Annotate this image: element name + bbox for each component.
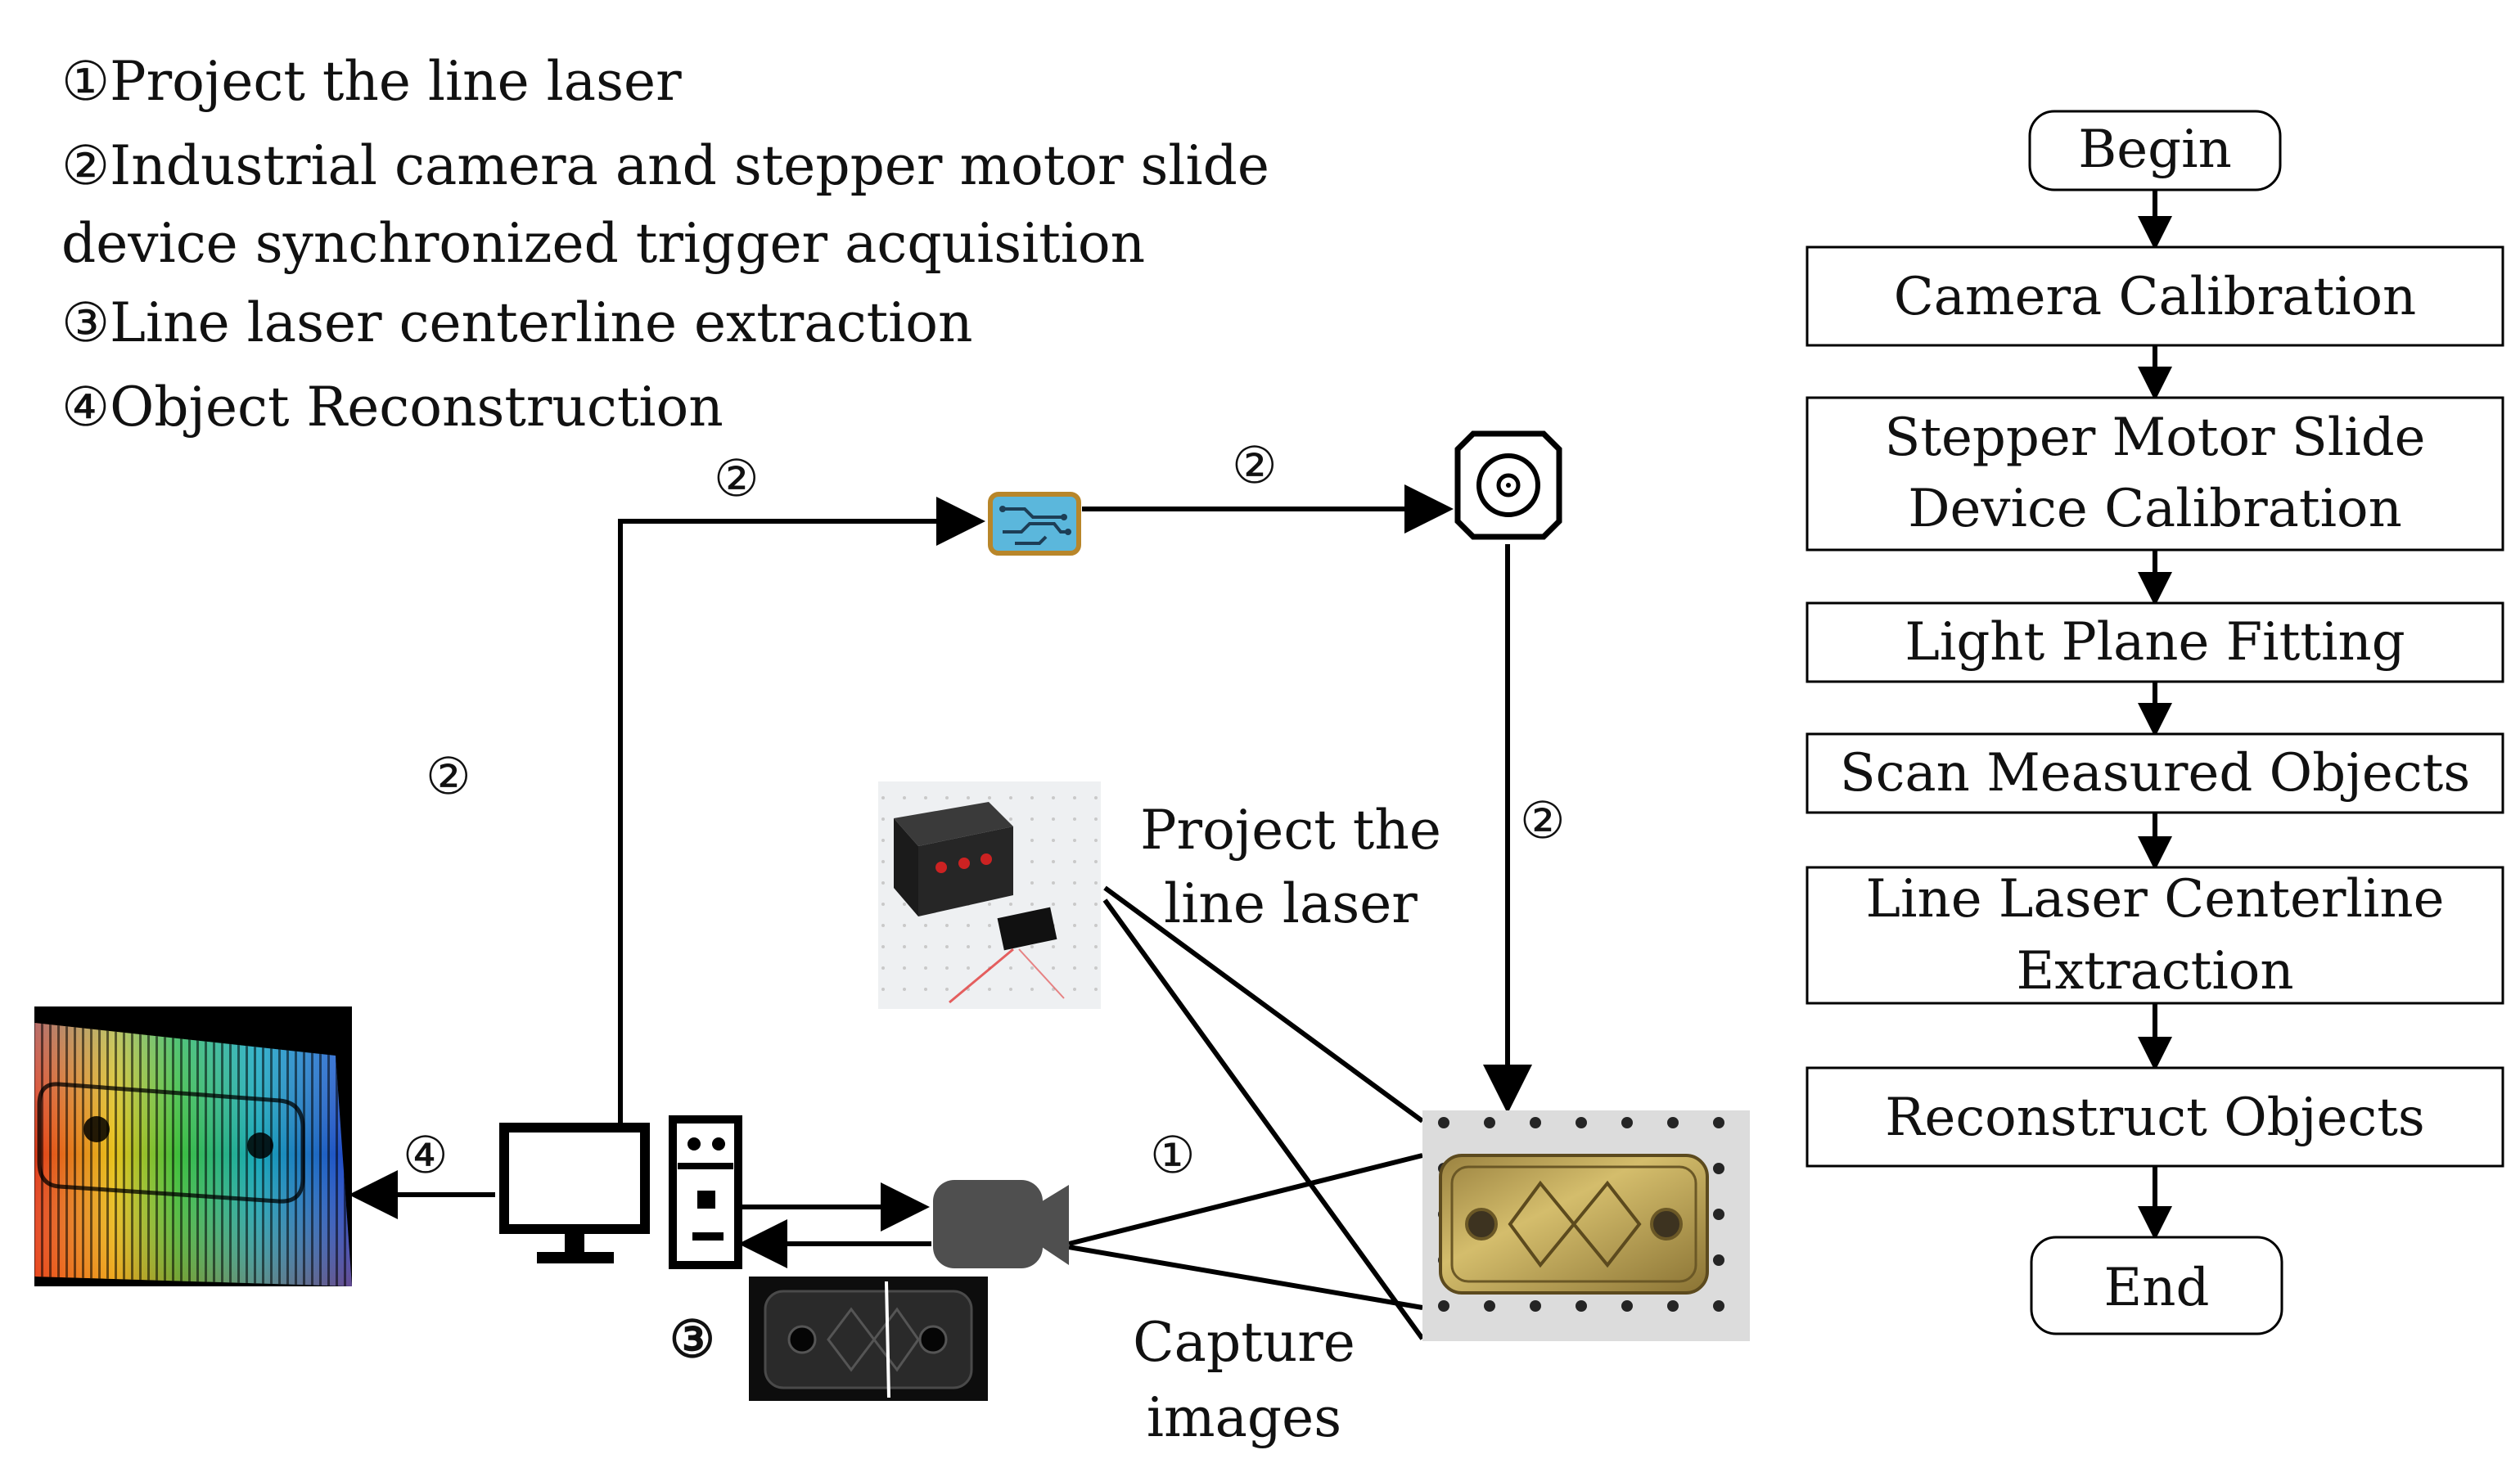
- marker-2-right: ②: [1520, 790, 1566, 850]
- flow-camera-calibration-box: [1805, 245, 2504, 347]
- laser-ray-lower: [1102, 898, 1425, 1340]
- legend-item-3: ③Line laser centerline extraction: [61, 291, 973, 354]
- laser-ray-upper: [1103, 885, 1424, 1124]
- flowchart: Begin Camera Calibration Stepper Motor S…: [1805, 110, 2504, 1335]
- reconstruction-result: [34, 1006, 352, 1286]
- controller-board-icon: [988, 492, 1081, 556]
- flow-stepper-calibration-line-2: Device Calibration: [1908, 479, 2402, 539]
- label-capture-line-1: Capture: [1133, 1311, 1355, 1374]
- marker-1: ①: [1150, 1125, 1196, 1185]
- flow-stepper-calibration-line-1: Stepper Motor Slide: [1884, 408, 2425, 468]
- label-project-line-1: Project the: [1140, 799, 1441, 862]
- flow-stepper-calibration-box: [1805, 396, 2504, 552]
- trigger-line-pc-to-controller: [618, 497, 985, 1123]
- camera-ray-lower: [1068, 1245, 1423, 1310]
- flow-end-terminator: [2030, 1236, 2283, 1335]
- flow-reconstruct-box: [1805, 1066, 2504, 1168]
- flow-light-plane-label: Light Plane Fitting: [1905, 612, 2405, 673]
- flow-scan-box: [1805, 732, 2504, 814]
- marker-3: ③: [669, 1309, 715, 1369]
- flow-centerline-line-2: Extraction: [2016, 941, 2293, 1002]
- flow-begin-label: Begin: [2078, 119, 2232, 180]
- label-project-line-2: line laser: [1164, 872, 1418, 935]
- marker-2-top-right: ②: [1232, 435, 1278, 495]
- marker-2-top-left: ②: [714, 448, 760, 508]
- flow-reconstruct-label: Reconstruct Objects: [1885, 1087, 2425, 1148]
- flow-end-label: End: [2104, 1258, 2210, 1318]
- legend-item-4: ④Object Reconstruction: [61, 376, 724, 439]
- flow-light-plane-box: [1805, 601, 2504, 683]
- legend-item-2-line-1: ②Industrial camera and stepper motor sli…: [61, 134, 1269, 197]
- camera-ray-upper: [1068, 1153, 1423, 1246]
- label-capture-line-2: images: [1147, 1386, 1341, 1449]
- measured-object-platform: [1422, 1110, 1750, 1341]
- flow-centerline-line-1: Line Laser Centerline: [1866, 869, 2445, 930]
- marker-4: ④: [403, 1125, 449, 1185]
- marker-2-left: ②: [426, 746, 471, 806]
- legend-item-1: ①Project the line laser: [61, 50, 682, 113]
- industrial-camera-icon: [933, 1180, 1069, 1268]
- line-laser-device: [878, 781, 1101, 1009]
- flow-centerline-box: [1805, 866, 2504, 1005]
- pc-tower-icon: [669, 1115, 742, 1269]
- centerline-extraction-image: [749, 1277, 988, 1401]
- flow-scan-label: Scan Measured Objects: [1840, 743, 2470, 804]
- legend-item-2-line-2: device synchronized trigger acquisition: [61, 212, 1145, 275]
- stepper-motor-icon: [1454, 430, 1562, 540]
- computer-icon: [499, 1123, 650, 1263]
- flow-camera-calibration-label: Camera Calibration: [1894, 267, 2417, 327]
